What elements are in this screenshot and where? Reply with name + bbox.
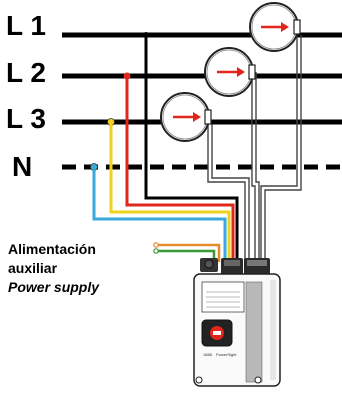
line-label-n: N [12, 151, 32, 182]
current-clamp-l3 [160, 92, 212, 142]
voltage-wire-n [90, 163, 227, 262]
line-label-l2: L 2 [6, 57, 46, 88]
arrow-right-icon [261, 22, 289, 32]
line-label-l1: L 1 [6, 10, 46, 41]
device-display-text: 1888 [203, 352, 213, 357]
current-clamp-l1 [249, 2, 301, 52]
arrow-right-icon [217, 67, 245, 77]
clamp-cables [207, 35, 302, 262]
device-brand-label: PowerSight [216, 352, 237, 357]
arrow-right-icon [173, 112, 201, 122]
aux-label-line3: Power supply [8, 279, 100, 295]
current-clamp-l2 [204, 47, 256, 97]
device-connectors [200, 258, 270, 276]
voltage-wire-l3 [107, 118, 231, 262]
voltage-wire-l2 [123, 72, 235, 262]
power-analyzer-device: 1888 PowerSight [193, 258, 281, 387]
aux-label-line2: auxiliar [8, 260, 58, 276]
line-label-l3: L 3 [6, 103, 46, 134]
voltage-wire-l1 [143, 32, 239, 262]
aux-label-line1: Alimentación [8, 241, 96, 257]
